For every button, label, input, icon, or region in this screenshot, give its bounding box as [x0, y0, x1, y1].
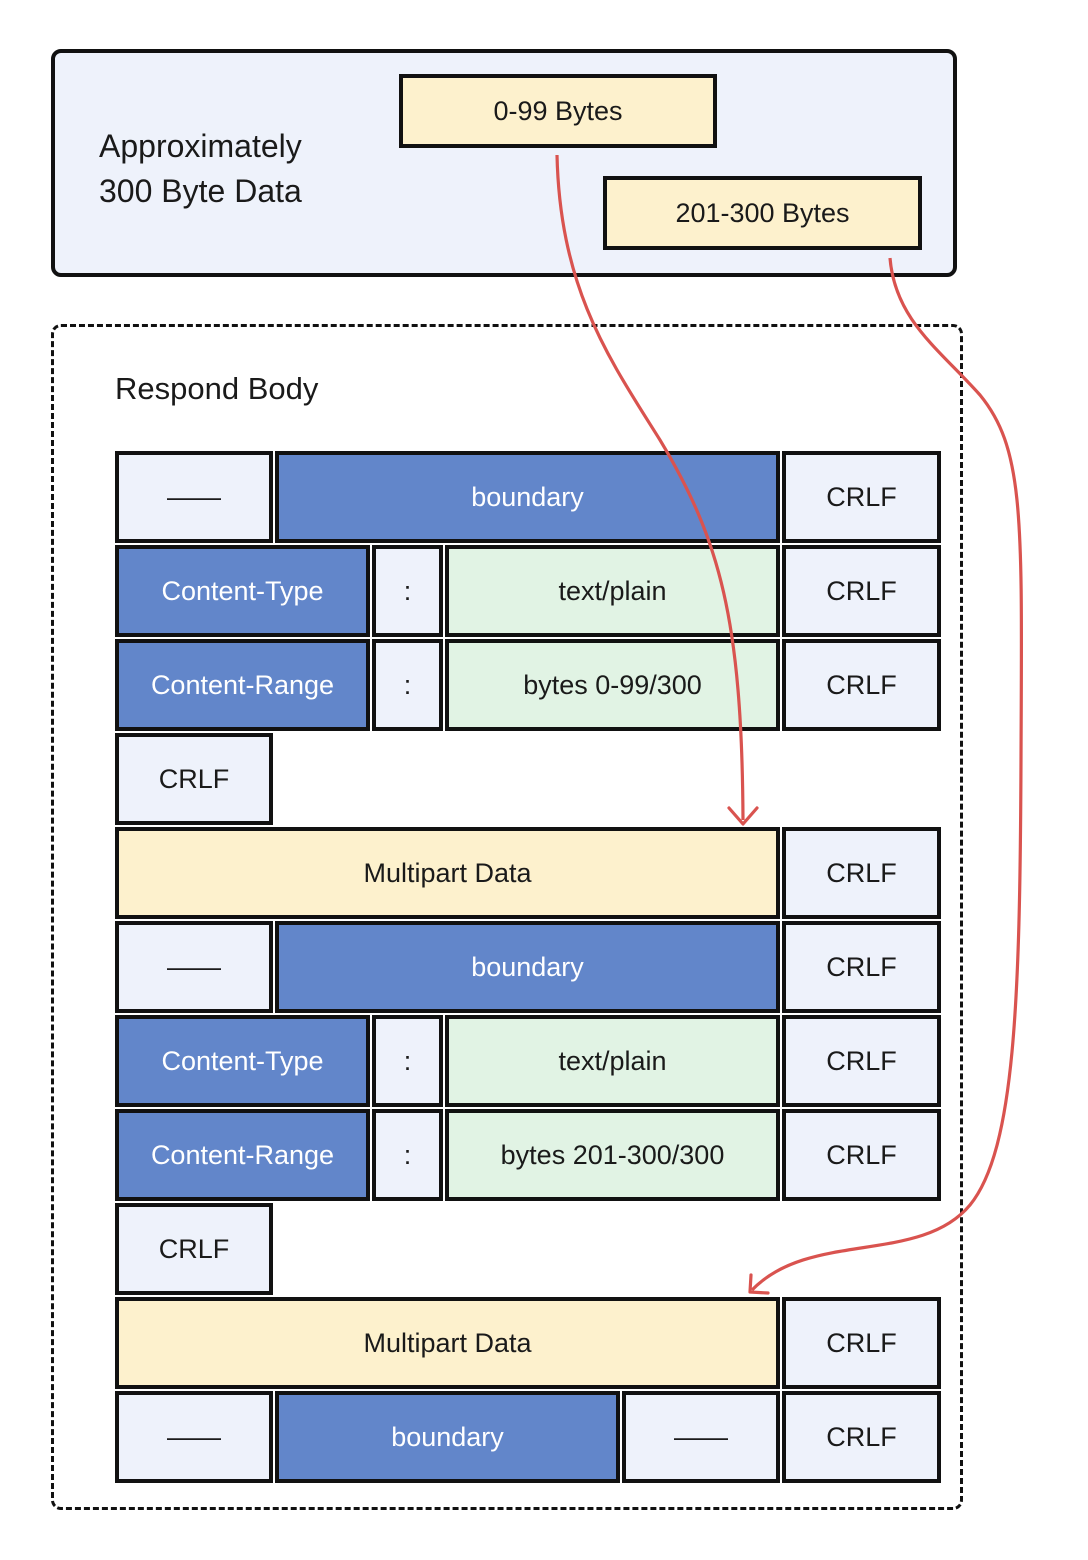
- content-type-key-cell: Content-Type: [115, 545, 370, 637]
- crlf-cell: CRLF: [782, 1391, 941, 1483]
- content-type-value-cell: text/plain: [445, 1015, 780, 1107]
- crlf-cell: CRLF: [782, 827, 941, 919]
- dash-cell: ——: [115, 451, 273, 543]
- source-label-line2: 300 Byte Data: [99, 173, 302, 209]
- dash-cell: ——: [115, 1391, 273, 1483]
- colon-cell: :: [372, 545, 443, 637]
- content-range-key-cell: Content-Range: [115, 639, 370, 731]
- source-data-label: Approximately 300 Byte Data: [99, 124, 399, 214]
- content-range-key-cell: Content-Range: [115, 1109, 370, 1201]
- dash-cell: ——: [115, 921, 273, 1013]
- crlf-cell: CRLF: [782, 451, 941, 543]
- colon-cell: :: [372, 1109, 443, 1201]
- content-range-value-cell: bytes 0-99/300: [445, 639, 780, 731]
- multipart-data-cell: Multipart Data: [115, 1297, 780, 1389]
- content-range-value-cell: bytes 201-300/300: [445, 1109, 780, 1201]
- source-label-line1: Approximately: [99, 128, 302, 164]
- crlf-cell: CRLF: [115, 1203, 273, 1295]
- multipart-data-cell: Multipart Data: [115, 827, 780, 919]
- range-box-0-99: 0-99 Bytes: [399, 74, 717, 148]
- content-type-key-cell: Content-Type: [115, 1015, 370, 1107]
- crlf-cell: CRLF: [782, 1015, 941, 1107]
- range-box-201-300: 201-300 Bytes: [603, 176, 922, 250]
- crlf-cell: CRLF: [115, 733, 273, 825]
- colon-cell: :: [372, 1015, 443, 1107]
- crlf-cell: CRLF: [782, 1109, 941, 1201]
- crlf-cell: CRLF: [782, 1297, 941, 1389]
- boundary-cell: boundary: [275, 921, 780, 1013]
- crlf-cell: CRLF: [782, 639, 941, 731]
- boundary-cell: boundary: [275, 451, 780, 543]
- crlf-cell: CRLF: [782, 921, 941, 1013]
- dash-cell: ——: [622, 1391, 780, 1483]
- crlf-cell: CRLF: [782, 545, 941, 637]
- colon-cell: :: [372, 639, 443, 731]
- boundary-cell: boundary: [275, 1391, 620, 1483]
- content-type-value-cell: text/plain: [445, 545, 780, 637]
- respond-body-title: Respond Body: [115, 371, 319, 406]
